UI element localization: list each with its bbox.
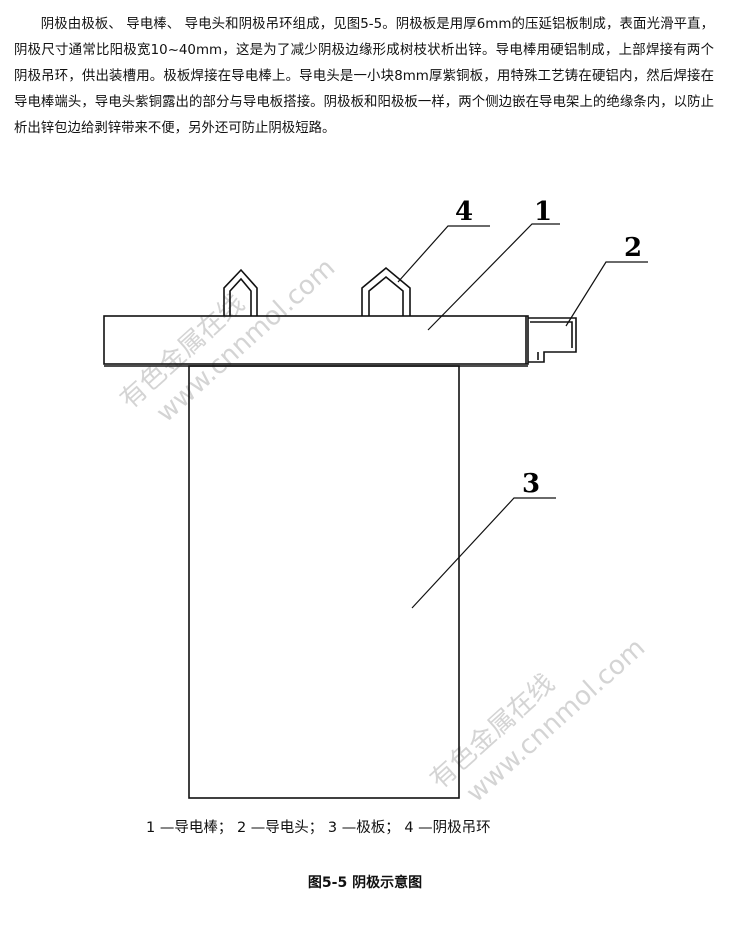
leader-line-2	[565, 261, 648, 327]
conductive-head	[528, 317, 577, 363]
label-4: 4	[455, 197, 473, 227]
label-2: 2	[624, 233, 642, 263]
body-paragraph: 阴极由极板、 导电棒、 导电头和阴极吊环组成，见图5-5。阴极板是用厚6mm的压…	[14, 17, 714, 136]
hanging-ring-left	[223, 268, 258, 316]
figure-legend: 1 —导电棒； 2 —导电头； 3 —极板； 4 —阴极吊环	[146, 820, 491, 836]
leader-line-3	[411, 497, 556, 609]
leader-line-1	[427, 223, 560, 331]
label-3: 3	[522, 469, 540, 499]
leader-line-4	[397, 225, 490, 283]
watermark-upper: 有色金属在线 www.cnnmol.com	[115, 253, 342, 429]
hanging-ring-right	[361, 266, 411, 316]
cathode-plate	[188, 365, 460, 799]
figure-caption: 图5-5 阴极示意图	[307, 875, 423, 891]
label-1: 1	[534, 197, 552, 227]
